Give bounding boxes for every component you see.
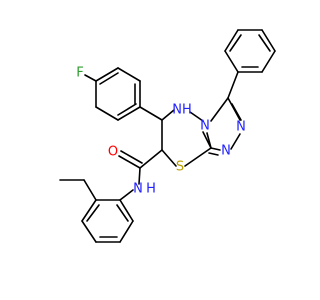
bond	[184, 147, 212, 167]
bond	[206, 132, 212, 149]
bond	[119, 199, 134, 222]
bond	[210, 147, 221, 151]
bond	[139, 106, 163, 121]
bonds	[59, 29, 276, 243]
oxygen-label: O	[108, 145, 118, 160]
bond	[117, 67, 141, 82]
bond	[95, 106, 119, 121]
bond	[81, 199, 97, 222]
bond	[261, 29, 276, 52]
bond	[116, 204, 129, 222]
bond	[161, 109, 175, 121]
molecule-structure: F NH N N N S O N H	[59, 29, 276, 243]
bond	[224, 50, 239, 73]
sulfur-label: S	[176, 160, 184, 175]
bond	[119, 189, 134, 201]
bond	[118, 155, 141, 169]
bond	[208, 152, 219, 156]
bond	[117, 106, 141, 121]
bond	[84, 74, 97, 82]
n-triazole-a-label: N	[236, 120, 246, 135]
n-triazole-b-label: N	[221, 144, 231, 159]
bond	[139, 149, 163, 169]
amide-n-label: N	[133, 182, 143, 197]
bond	[224, 29, 239, 52]
bond	[95, 67, 119, 82]
fluorine-label: F	[76, 66, 83, 81]
n-ring-top-label: N	[200, 119, 210, 134]
bond	[81, 220, 97, 243]
bond	[99, 72, 119, 85]
bond	[229, 34, 242, 52]
bond	[230, 133, 241, 150]
atom-labels: F NH N N N S O N H	[76, 66, 246, 197]
bond	[120, 150, 143, 164]
bond	[227, 71, 239, 99]
bond	[189, 111, 204, 122]
amide-h-label: H	[146, 182, 156, 197]
bond	[119, 220, 134, 243]
bond	[161, 149, 177, 167]
bond	[258, 34, 271, 52]
bond	[210, 97, 229, 122]
bond	[231, 103, 242, 121]
nh-ring-label: NH	[172, 103, 192, 118]
bond	[138, 167, 141, 185]
bond	[117, 103, 137, 116]
bond	[86, 204, 100, 222]
bond	[261, 50, 276, 73]
bond	[83, 179, 97, 201]
